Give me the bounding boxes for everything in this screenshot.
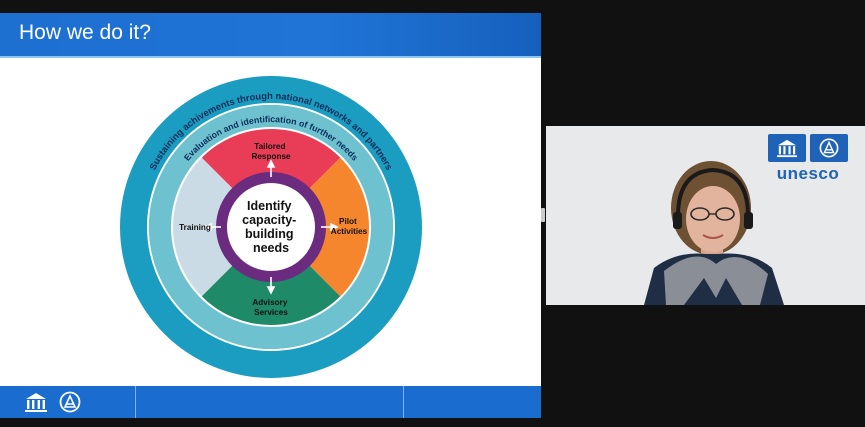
unesco-temple-icon bbox=[768, 134, 806, 162]
segment-left-label: Training bbox=[179, 223, 211, 232]
header-rule bbox=[0, 56, 541, 58]
slide-title: How we do it? bbox=[19, 21, 151, 44]
unesco-logo: unesco bbox=[765, 134, 851, 184]
segment-right-label: Pilot Activities bbox=[331, 217, 368, 236]
center-label: Identify capacity- building needs bbox=[242, 199, 300, 255]
segment-top-label: Tailored Response bbox=[251, 142, 291, 161]
program-emblem-icon bbox=[59, 391, 81, 413]
capacity-building-diagram: Sustaining achivements through national … bbox=[120, 76, 422, 378]
participant-video-feed bbox=[546, 126, 865, 305]
unesco-temple-icon bbox=[25, 393, 47, 412]
unesco-wordmark: unesco bbox=[776, 164, 840, 183]
segment-bottom-label: Advisory Services bbox=[252, 298, 289, 317]
slide-footer bbox=[0, 386, 541, 418]
outer-ring-divider bbox=[147, 103, 395, 351]
panel-resize-handle[interactable] bbox=[541, 208, 545, 222]
footer-divider bbox=[403, 386, 404, 418]
presentation-slide: How we do it? Sustaining achivements thr… bbox=[0, 13, 541, 418]
participant-video-tile[interactable]: unesco bbox=[546, 126, 865, 305]
footer-divider bbox=[135, 386, 136, 418]
arrows bbox=[203, 159, 339, 295]
program-emblem-icon bbox=[810, 134, 848, 162]
center-circle bbox=[227, 183, 315, 271]
slide-header: How we do it? bbox=[0, 13, 541, 56]
